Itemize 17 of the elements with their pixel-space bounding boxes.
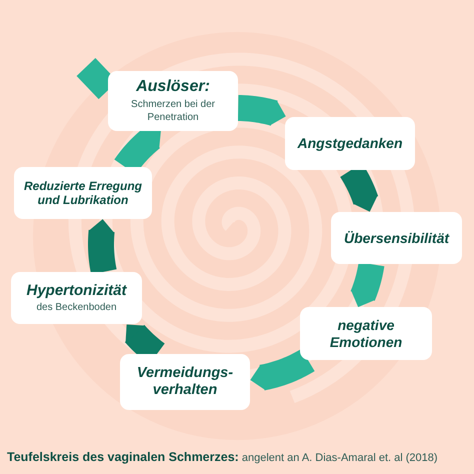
step-title: Reduzierte Erregung und Lubrikation: [22, 178, 144, 208]
step-card: [285, 117, 415, 170]
step-description: des Beckenboden: [36, 301, 117, 314]
step-title: Hypertonizität: [26, 282, 126, 300]
step-card: [300, 307, 432, 360]
step-title: Angstgedanken: [297, 135, 402, 152]
step-description: Schmerzen bei der Penetration: [130, 98, 216, 124]
step-title: Vermeidungs- verhalten: [136, 364, 234, 400]
step-card: [108, 71, 238, 131]
step-card: [120, 354, 250, 410]
caption: Teufelskreis des vaginalen Schmerzes: angelent an A. Dias-Amaral et. al (2018): [7, 450, 438, 464]
step-title: Übersensibilität: [344, 230, 450, 246]
step-card: [11, 272, 142, 324]
step-card: [331, 212, 462, 264]
step-title: Auslöser:: [136, 78, 210, 96]
step-title: negative Emotionen: [328, 316, 404, 350]
step-card: [14, 167, 152, 219]
